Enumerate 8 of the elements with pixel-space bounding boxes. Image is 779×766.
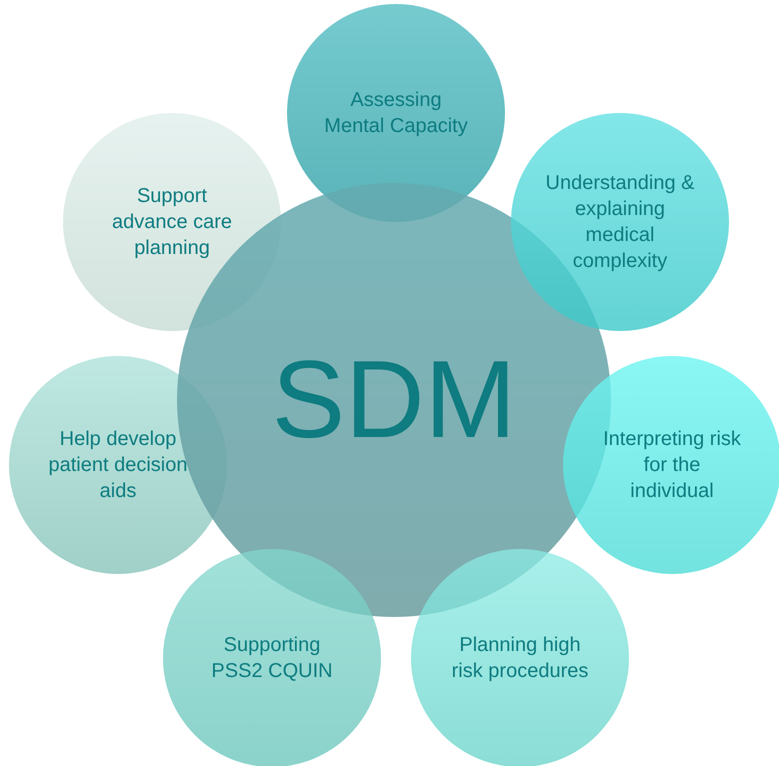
topic-label: Understanding & explaining medical complexity [544, 171, 696, 274]
topic-label: Help develop patient decision aids [48, 427, 188, 504]
topic-label: Support advance care planning [110, 184, 234, 261]
topic-label: Assessing Mental Capacity [323, 88, 469, 139]
topic-label: Interpreting risk for the individual [602, 427, 742, 504]
topic-label: Planning high risk procedures [450, 633, 590, 684]
center-title: SDM [272, 345, 516, 455]
topic-label: Supporting PSS2 CQUIN [210, 633, 334, 684]
